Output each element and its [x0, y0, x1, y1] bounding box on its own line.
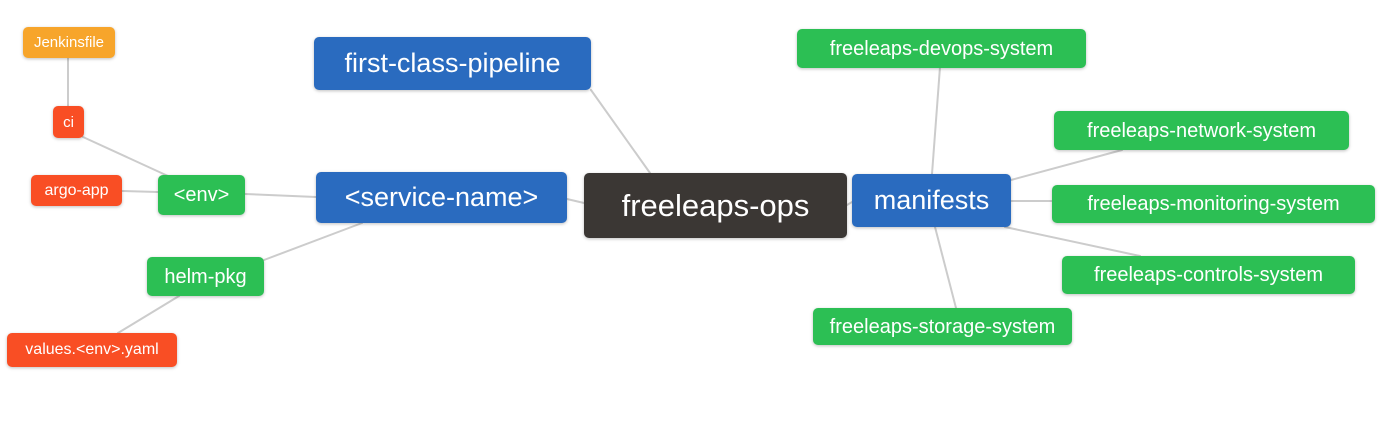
edge-helm-pkg-values-env-yaml — [117, 295, 180, 334]
node-first-class-pipeline[interactable]: first-class-pipeline — [314, 37, 591, 90]
edge-manifests-network-system — [1010, 149, 1123, 181]
node-service-name[interactable]: <service-name> — [316, 172, 567, 223]
edge-first-class-pipeline-ops — [590, 89, 651, 174]
edge-service-name-ops — [566, 198, 585, 204]
edge-helm-pkg-service-name — [263, 222, 363, 261]
edge-ci-env — [82, 136, 169, 177]
node-helm-pkg[interactable]: helm-pkg — [147, 257, 264, 296]
node-freeleaps-monitoring-system[interactable]: freeleaps-monitoring-system — [1052, 185, 1375, 223]
node-env[interactable]: <env> — [158, 175, 245, 215]
edge-ops-manifests — [846, 201, 853, 206]
node-jenkinsfile[interactable]: Jenkinsfile — [23, 27, 115, 58]
edge-manifests-devops-system — [931, 66, 941, 175]
edge-manifests-storage-system — [934, 226, 957, 309]
node-argo-app[interactable]: argo-app — [31, 175, 122, 206]
node-manifests[interactable]: manifests — [852, 174, 1011, 227]
node-freeleaps-storage-system[interactable]: freeleaps-storage-system — [813, 308, 1072, 345]
node-freeleaps-controls-system[interactable]: freeleaps-controls-system — [1062, 256, 1355, 294]
node-freeleaps-devops-system[interactable]: freeleaps-devops-system — [797, 29, 1086, 68]
node-freeleaps-network-system[interactable]: freeleaps-network-system — [1054, 111, 1349, 150]
edge-manifests-controls-system — [1004, 226, 1141, 257]
node-ci[interactable]: ci — [53, 106, 84, 138]
node-freeleaps-ops[interactable]: freeleaps-ops — [584, 173, 847, 238]
edge-argo-app-env — [121, 190, 159, 193]
node-values-env-yaml[interactable]: values.<env>.yaml — [7, 333, 177, 367]
edge-env-service-name — [244, 193, 317, 198]
